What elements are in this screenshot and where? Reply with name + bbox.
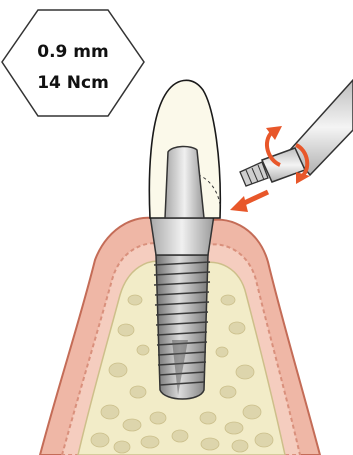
implant-collar bbox=[150, 215, 214, 255]
abutment-post bbox=[165, 146, 204, 218]
badge-hexagon bbox=[2, 10, 144, 116]
torque-spec-badge: 0.9 mm 14 Ncm bbox=[2, 10, 144, 116]
implant-body bbox=[154, 255, 210, 399]
torque-driver bbox=[240, 80, 353, 186]
driver-tip bbox=[240, 162, 268, 186]
badge-line-1: 0.9 mm bbox=[37, 42, 108, 62]
badge-line-2: 14 Ncm bbox=[37, 73, 109, 93]
insertion-arrow-icon bbox=[230, 192, 268, 212]
